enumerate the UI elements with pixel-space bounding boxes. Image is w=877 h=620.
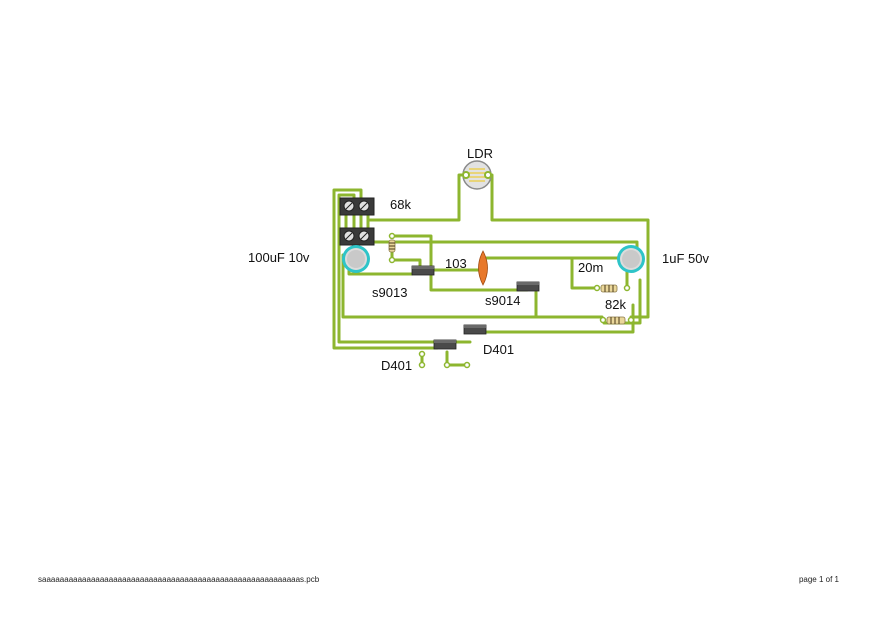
c1uf-label: 1uF 50v — [662, 251, 709, 266]
d401-right-label: D401 — [483, 342, 514, 357]
footer-page-number: page 1 of 1 — [798, 575, 839, 584]
trace — [332, 188, 439, 350]
ldr-track — [469, 168, 485, 182]
d401-left-label: D401 — [381, 358, 412, 373]
terminal-block-top — [339, 197, 375, 216]
ldr-label: LDR — [467, 146, 493, 161]
capacitor-100uf — [342, 245, 370, 273]
trace — [372, 240, 639, 260]
trace — [432, 268, 485, 284]
resistor-82k — [599, 316, 635, 325]
terminal-block-bottom — [339, 227, 375, 246]
r68k-label: 68k — [390, 197, 411, 212]
q9014-label: s9014 — [485, 293, 520, 308]
transistor-s9013 — [411, 265, 435, 276]
trace — [484, 303, 635, 334]
c103-label: 103 — [445, 256, 467, 271]
resistor-20m — [593, 284, 631, 293]
c100uf-label: 100uF 10v — [248, 250, 310, 265]
trace — [341, 253, 604, 319]
r82k-label: 82k — [605, 297, 626, 312]
capacitor-103 — [478, 250, 488, 286]
trace — [390, 258, 422, 270]
resistor-68k — [388, 232, 396, 264]
transistor-d401-left — [418, 339, 471, 369]
transistor-d401-right — [463, 324, 487, 335]
footer-filename: saaaaaaaaaaaaaaaaaaaaaaaaaaaaaaaaaaaaaaa… — [38, 575, 320, 584]
capacitor-1uf — [617, 245, 645, 273]
trace — [367, 173, 468, 222]
r20m-label: 20m — [578, 260, 603, 275]
ldr-pad — [484, 171, 492, 179]
transistor-s9014 — [516, 281, 540, 292]
trace — [390, 234, 529, 292]
q9013-label: s9013 — [372, 285, 407, 300]
trace — [445, 350, 468, 367]
trace — [570, 258, 600, 290]
ldr-component: LDR — [462, 146, 493, 190]
ldr-pad — [462, 171, 470, 179]
